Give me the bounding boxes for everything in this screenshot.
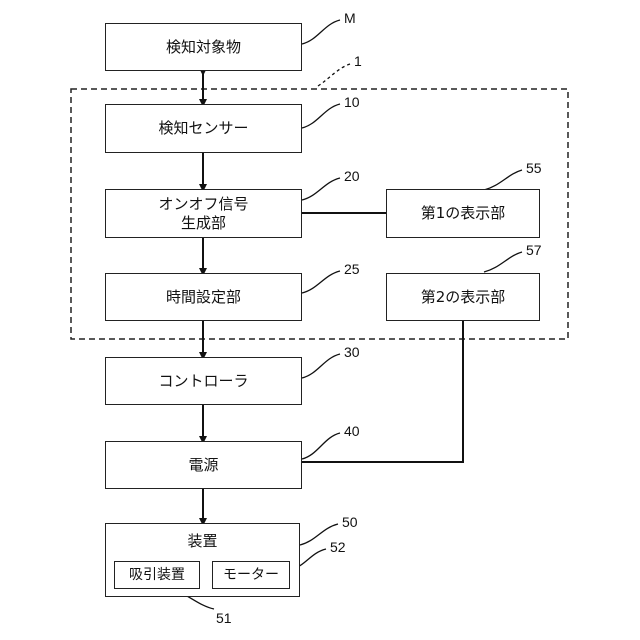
motor-label: モーター [223, 566, 279, 585]
sensor-box: 検知センサー [105, 104, 302, 153]
leader-25 [302, 271, 340, 293]
sensor-label: 検知センサー [158, 119, 248, 138]
display2-box: 第2の表示部 [386, 273, 540, 321]
leader-40 [302, 433, 340, 459]
time-setting-label: 時間設定部 [166, 288, 241, 307]
ref-time: 25 [344, 261, 360, 277]
ref-M: M [344, 10, 356, 26]
ref-display2: 57 [526, 242, 542, 258]
leader-57 [484, 252, 522, 272]
ref-onoff: 20 [344, 168, 360, 184]
detect-object-box: 検知対象物 [105, 23, 302, 71]
ref-display1: 55 [526, 160, 542, 176]
leader-20 [302, 178, 340, 200]
suction-device-box: 吸引装置 [114, 561, 200, 589]
ref-power: 40 [344, 423, 360, 439]
time-setting-box: 時間設定部 [105, 273, 302, 321]
power-box: 電源 [105, 441, 302, 489]
leader-55 [484, 170, 522, 190]
display2-label: 第2の表示部 [421, 288, 506, 307]
controller-label: コントローラ [158, 372, 248, 391]
display1-box: 第1の表示部 [386, 189, 540, 238]
ref-device: 50 [342, 514, 358, 530]
power-label: 電源 [188, 456, 218, 475]
display1-label: 第1の表示部 [421, 204, 506, 223]
leader-M [302, 20, 340, 44]
device-label: 装置 [106, 532, 299, 551]
onoff-label-line2: 生成部 [181, 214, 226, 233]
onoff-label-line1: オンオフ信号 [158, 195, 248, 214]
leader-10 [302, 104, 340, 128]
ref-suction: 51 [216, 610, 232, 626]
ref-group: 1 [354, 53, 362, 69]
detect-object-label: 検知対象物 [166, 38, 241, 57]
controller-box: コントローラ [105, 357, 302, 405]
onoff-generator-box: オンオフ信号 生成部 [105, 189, 302, 238]
suction-device-label: 吸引装置 [129, 566, 185, 585]
ref-motor: 52 [330, 539, 346, 555]
leader-group [318, 64, 350, 86]
leader-30 [302, 354, 340, 378]
motor-box: モーター [212, 561, 290, 589]
ref-sensor: 10 [344, 94, 360, 110]
ref-controller: 30 [344, 344, 360, 360]
